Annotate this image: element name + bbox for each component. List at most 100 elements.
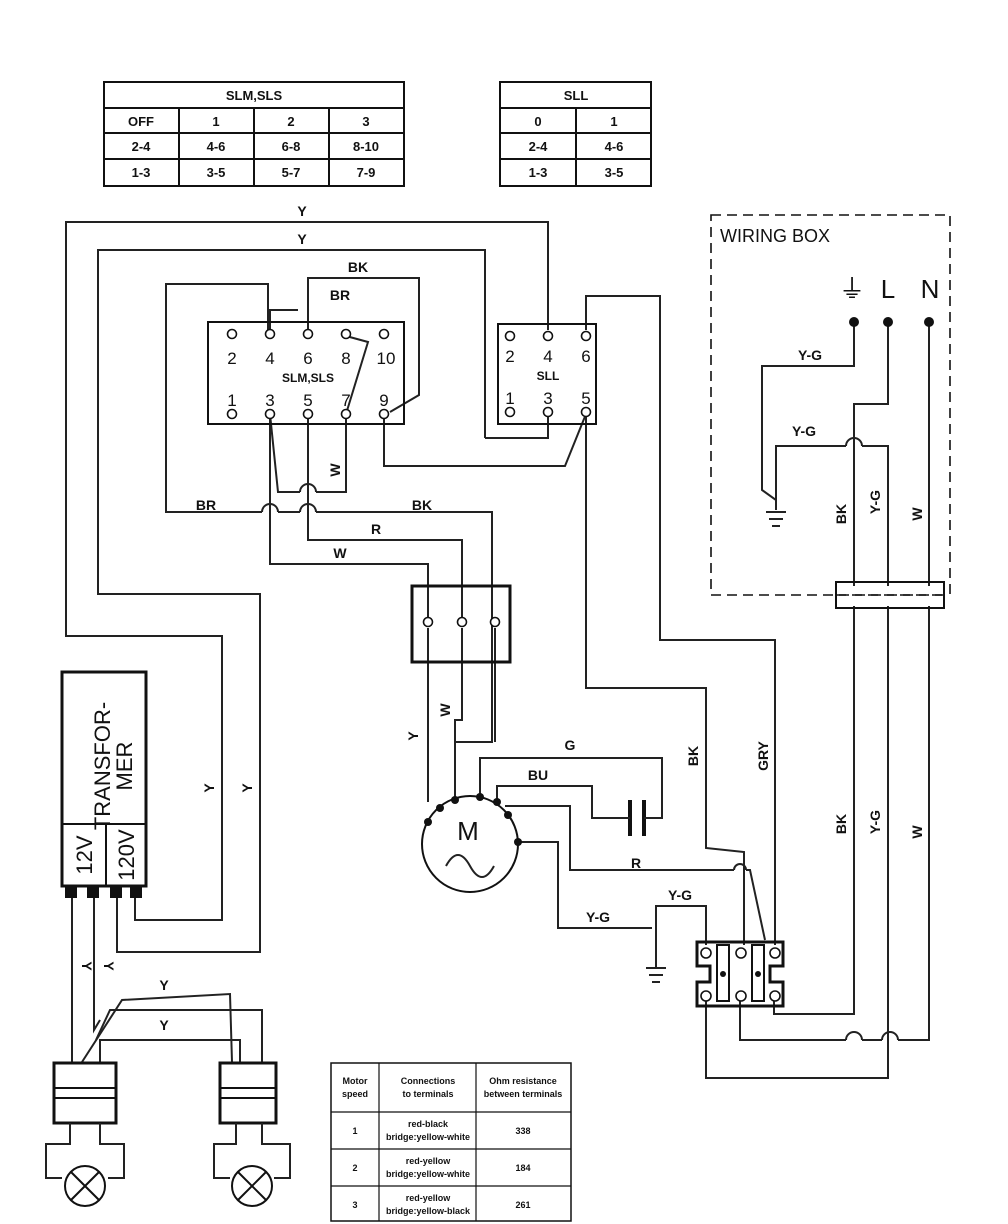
slm-table-header: 3 (362, 114, 369, 129)
wire-label: Y (79, 961, 95, 971)
resistance-cell: 338 (515, 1126, 530, 1136)
sll-terminal-number: 6 (581, 347, 590, 366)
slm-table-title: SLM,SLS (226, 88, 283, 103)
sll-switch-label: SLL (537, 369, 560, 383)
slm-table-cell: 5-7 (282, 165, 301, 180)
motor: M (421, 793, 522, 893)
wire-labels: Y Y BK BR W BR BK R W Y W G BU Y Y BK GR… (79, 203, 925, 1033)
switch-terminal-number: 8 (341, 349, 350, 368)
motor-connector (410, 584, 512, 664)
wire-label: Y (297, 231, 307, 247)
wire-label: BR (196, 497, 216, 513)
slm-table-cell: 2-4 (132, 139, 152, 154)
sll-table-cell: 4-6 (605, 139, 624, 154)
wire-label: Y (201, 783, 217, 793)
wire-label: Y (239, 783, 255, 793)
capacitor (620, 800, 654, 836)
switch-terminal-number: 4 (265, 349, 274, 368)
resistance-header: Ohm resistance (489, 1076, 557, 1086)
resistance-cell: red-black (408, 1119, 449, 1129)
transformer-120v: 120V (114, 829, 139, 881)
ground-symbol (646, 967, 666, 983)
slm-table-header: 2 (287, 114, 294, 129)
wiring-box-title: WIRING BOX (720, 226, 830, 246)
motor-label: M (457, 816, 479, 846)
lamp-right (213, 1061, 291, 1207)
sll-switch: 2 4 6 1 3 5 SLL (497, 323, 597, 425)
wire-label: Y (297, 203, 307, 219)
wire-label: R (631, 855, 641, 871)
slm-table-cell: 4-6 (207, 139, 226, 154)
sll-terminal-number: 3 (543, 389, 552, 408)
wire-label: BK (833, 814, 849, 834)
wire-label: Y (101, 961, 117, 971)
switch-terminal-number: 2 (227, 349, 236, 368)
resistance-header: between terminals (484, 1089, 563, 1099)
wire-label: Y (405, 731, 421, 741)
wire-label: BU (528, 767, 548, 783)
sll-table-cell: 2-4 (529, 139, 549, 154)
sll-table-header: 0 (534, 114, 541, 129)
slm-sls-switch: 2 4 6 8 10 1 3 5 7 9 SLM,SLS (207, 321, 405, 425)
sll-table-title: SLL (564, 88, 589, 103)
resistance-cell: 2 (352, 1163, 357, 1173)
sll-terminal-number: 5 (581, 389, 590, 408)
wire-label: BK (685, 746, 701, 766)
wire-label: GRY (755, 740, 771, 770)
transformer-name-line2: MER (112, 742, 137, 791)
wire-label: W (327, 463, 343, 477)
sll-terminal-number: 4 (543, 347, 552, 366)
earth-symbol: ⏚ (839, 274, 865, 304)
wire-label: BK (833, 504, 849, 524)
resistance-header: to terminals (402, 1089, 453, 1099)
wire-label: Y (159, 1017, 169, 1033)
switch-terminal-number: 10 (377, 349, 396, 368)
wire-label: BK (412, 497, 432, 513)
switch-terminal-number: 3 (265, 391, 274, 410)
wire-label: Y-G (798, 347, 822, 363)
wire-label: G (565, 737, 576, 753)
slm-table-cell: 7-9 (357, 165, 376, 180)
transformer-name-line1: TRANSFOR- (90, 702, 115, 830)
resistance-header: Connections (401, 1076, 456, 1086)
resistance-table: Motor speed Connections to terminals Ohm… (330, 1062, 572, 1222)
resistance-cell: red-yellow (406, 1193, 452, 1203)
sll-terminal-number: 2 (505, 347, 514, 366)
resistance-cell: 261 (515, 1200, 530, 1210)
resistance-cell: 1 (352, 1126, 357, 1136)
sll-table-header: 1 (610, 114, 617, 129)
sll-table-cell: 3-5 (605, 165, 624, 180)
resistance-cell: bridge:yellow-white (386, 1132, 470, 1142)
resistance-cell: 3 (352, 1200, 357, 1210)
slm-sls-table: SLM,SLS OFF 1 2 3 2-4 4-6 6-8 8-10 1-3 3… (103, 81, 405, 187)
resistance-header: Motor (343, 1076, 368, 1086)
wire-label: Y (159, 977, 169, 993)
wire-label: BK (348, 259, 368, 275)
wire-label: W (909, 825, 925, 839)
wiring-box: WIRING BOX ⏚ L N (710, 214, 951, 609)
sll-terminal-number: 1 (505, 389, 514, 408)
wire-label: W (437, 703, 453, 717)
switch-terminal-number: 6 (303, 349, 312, 368)
wire-label: BR (330, 287, 350, 303)
wire-label: Y-G (668, 887, 692, 903)
slm-table-cell: 3-5 (207, 165, 226, 180)
sll-table: SLL 0 1 2-4 4-6 1-3 3-5 (499, 81, 652, 187)
wire-label: Y-G (867, 810, 883, 834)
resistance-header: speed (342, 1089, 368, 1099)
terminal-block (695, 940, 785, 1008)
wires (65, 221, 930, 1079)
transformer-12v: 12V (72, 835, 97, 874)
slm-table-header: 1 (212, 114, 219, 129)
line-label: L (881, 274, 895, 304)
neutral-label: N (921, 274, 940, 304)
resistance-cell: 184 (515, 1163, 530, 1173)
wire-label: W (909, 507, 925, 521)
switch-terminal-number: 9 (379, 391, 388, 410)
wire-label: Y-G (867, 490, 883, 514)
wire-label: Y-G (792, 423, 816, 439)
switch-terminal-number: 1 (227, 391, 236, 410)
transformer: TRANSFOR- MER 12V 120V (60, 670, 148, 898)
switch-terminal-number: 5 (303, 391, 312, 410)
slm-table-cell: 8-10 (353, 139, 379, 154)
